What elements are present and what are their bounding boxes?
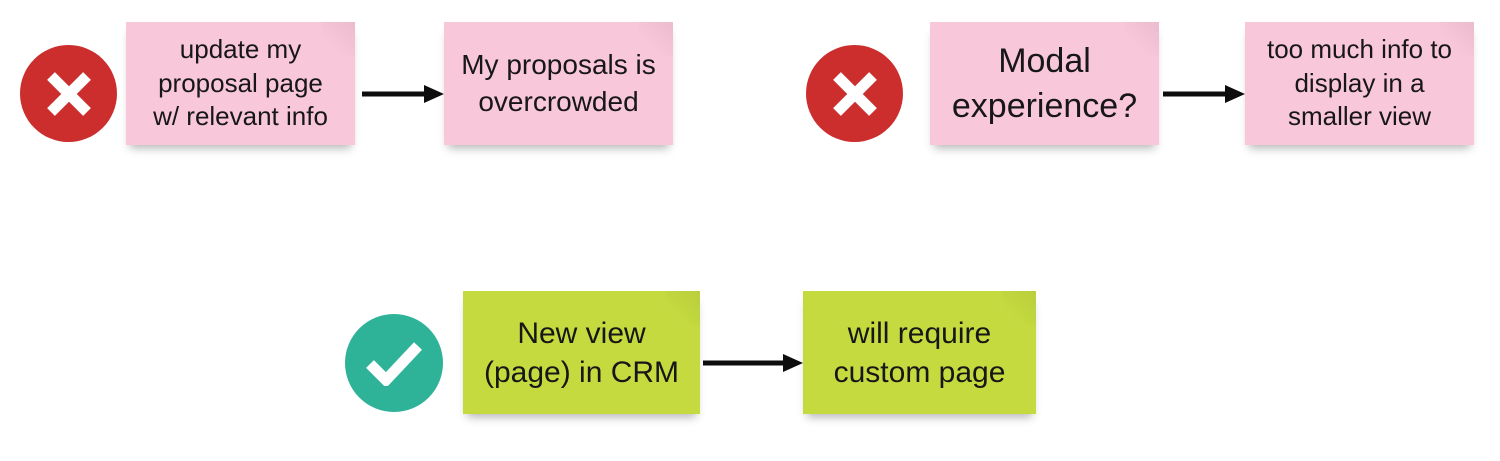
sticky-note-text: New view (page) in CRM [483, 316, 680, 389]
sticky-note[interactable]: My proposals is overcrowded [444, 22, 673, 145]
sticky-note-text: Modal experience? [951, 42, 1138, 125]
sticky-note[interactable]: New view (page) in CRM [463, 291, 700, 414]
arrow-right-icon [703, 352, 803, 374]
sticky-note-text: update my proposal page w/ relevant info [153, 33, 328, 132]
sticky-note-text: My proposals is overcrowded [461, 49, 656, 117]
sticky-note[interactable]: too much info to display in a smaller vi… [1245, 22, 1474, 145]
sticky-note-text: too much info to display in a smaller vi… [1267, 33, 1452, 132]
sticky-note[interactable]: will require custom page [803, 291, 1036, 414]
sticky-note-text: will require custom page [833, 316, 1006, 389]
sticky-note[interactable]: Modal experience? [930, 22, 1159, 145]
reject-icon [20, 45, 117, 142]
sticky-note[interactable]: update my proposal page w/ relevant info [126, 22, 355, 145]
arrow-right-icon [362, 83, 444, 105]
approve-icon [345, 314, 443, 412]
arrow-right-icon [1163, 83, 1245, 105]
reject-icon [806, 45, 903, 142]
